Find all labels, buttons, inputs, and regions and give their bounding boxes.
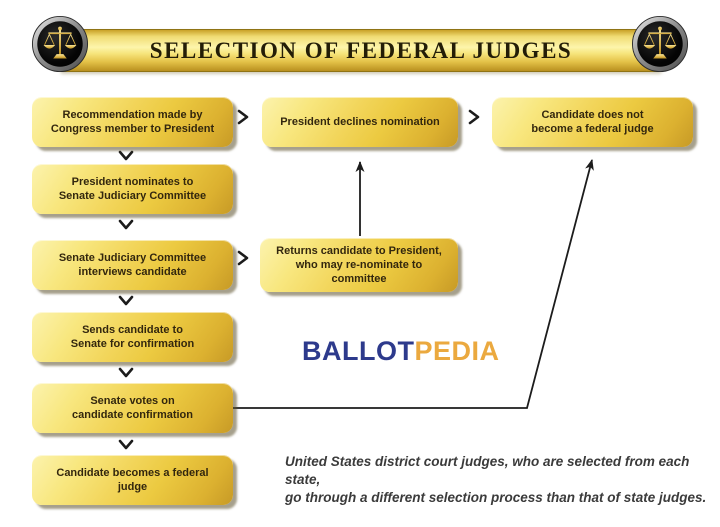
arrow-right-1 — [237, 109, 249, 125]
arrow-right-3 — [468, 109, 480, 125]
node-president-nominates: President nominates to Senate Judiciary … — [32, 164, 233, 214]
footnote-text: United States district court judges, who… — [285, 454, 707, 505]
node-label: Recommendation made by Congress member t… — [50, 108, 215, 135]
scales-of-justice-icon — [31, 15, 89, 73]
node-returns-candidate: Returns candidate to President, who may … — [260, 238, 458, 292]
page-title: SELECTION OF FEDERAL JUDGES — [149, 37, 573, 63]
node-label: Senate Judiciary Committee interviews ca… — [58, 251, 207, 278]
node-does-not-become-judge: Candidate does not become a federal judg… — [492, 97, 693, 147]
logo-pedia-text: PEDIA — [414, 336, 500, 366]
arrow-down-1 — [118, 150, 134, 161]
node-sends-to-senate: Sends candidate to Senate for confirmati… — [32, 312, 233, 362]
node-senate-votes: Senate votes on candidate confirmation — [32, 383, 233, 433]
header-banner: SELECTION OF FEDERAL JUDGES — [60, 29, 662, 72]
arrow-right-2 — [237, 250, 249, 266]
arrow-down-3 — [118, 295, 134, 306]
node-committee-interviews: Senate Judiciary Committee interviews ca… — [32, 240, 233, 290]
node-label: Candidate does not become a federal judg… — [531, 108, 654, 135]
arrow-down-4 — [118, 367, 134, 378]
node-label: President declines nomination — [280, 115, 440, 128]
logo-ballot-text: BALLOT — [302, 336, 415, 366]
node-becomes-judge: Candidate becomes a federal judge — [32, 455, 233, 505]
scales-of-justice-icon — [631, 15, 689, 73]
node-label: President nominates to Senate Judiciary … — [58, 175, 207, 202]
arrow-down-5 — [118, 439, 134, 450]
arrow-down-2 — [118, 219, 134, 230]
node-label: Candidate becomes a federal judge — [56, 466, 209, 493]
node-president-declines: President declines nomination — [262, 97, 458, 147]
ballotpedia-logo: BALLOTPEDIA — [302, 337, 500, 365]
node-label: Returns candidate to President, who may … — [276, 244, 442, 286]
node-recommendation: Recommendation made by Congress member t… — [32, 97, 233, 147]
connector-votes-to-not-become — [233, 159, 594, 409]
node-label: Sends candidate to Senate for confirmati… — [70, 323, 195, 350]
node-label: Senate votes on candidate confirmation — [71, 394, 194, 421]
